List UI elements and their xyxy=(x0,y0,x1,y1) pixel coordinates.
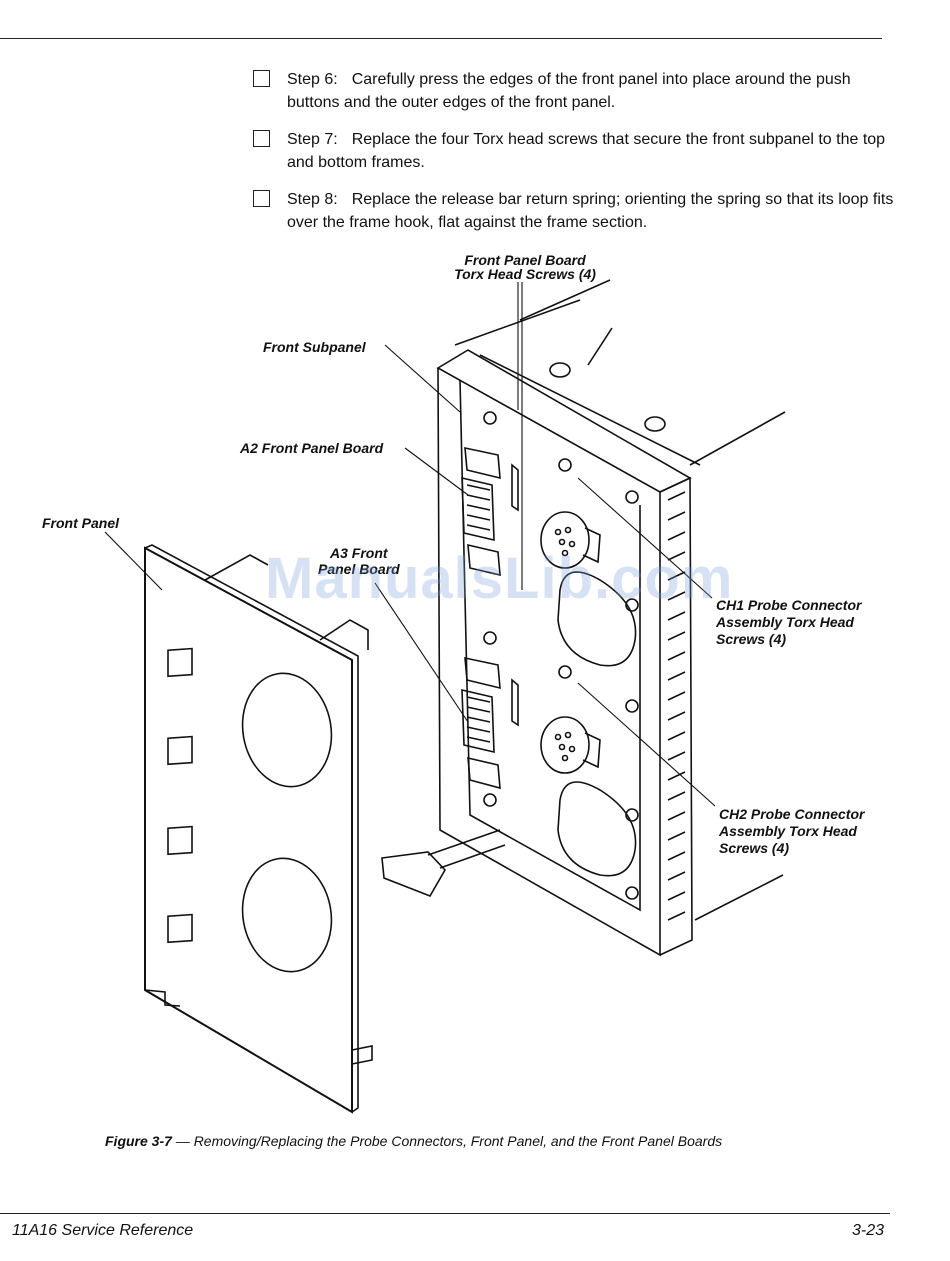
footer-manual-title: 11A16 Service Reference xyxy=(12,1222,194,1239)
leader-lines xyxy=(104,282,716,807)
step-6-text: Carefully press the edges of the front p… xyxy=(287,71,851,111)
step-8: Step 8:Replace the release bar return sp… xyxy=(253,188,903,234)
step-6-label: Step 6: xyxy=(287,71,338,88)
caption-text: Removing/Replacing the Probe Connectors,… xyxy=(193,1133,723,1149)
callout-front-panel-board-screws-line1: Front Panel Board xyxy=(464,252,586,268)
caption-dash: — xyxy=(175,1133,190,1149)
procedure-steps: Step 6:Carefully press the edges of the … xyxy=(253,68,903,248)
step-8-text: Replace the release bar return spring; o… xyxy=(287,191,894,231)
front-subpanel xyxy=(436,349,693,957)
callout-a2-board: A2 Front Panel Board xyxy=(239,440,384,456)
a2-front-panel-board xyxy=(461,446,519,577)
watermark: ManualsLib.com xyxy=(265,546,734,611)
front-panel-plate xyxy=(144,544,373,1114)
figure-caption: Figure 3-7 — Removing/Replacing the Prob… xyxy=(105,1133,722,1149)
footer-rule xyxy=(0,1213,890,1214)
step-7-text: Replace the four Torx head screws that s… xyxy=(287,131,886,171)
ch2-probe-connector xyxy=(540,716,601,774)
callout-front-panel-board-screws-line2: Torx Head Screws (4) xyxy=(454,266,596,282)
callout-ch2-line3: Screws (4) xyxy=(719,840,789,856)
callout-a3-board-line1: A3 Front xyxy=(329,545,389,561)
step-7-checkbox[interactable] xyxy=(253,130,270,147)
a3-front-panel-board xyxy=(461,656,519,790)
chassis-frame xyxy=(454,279,786,921)
exploded-assembly-figure: Front Panel Board Torx Head Screws (4) F… xyxy=(42,252,866,1114)
step-8-label: Step 8: xyxy=(287,191,338,208)
step-7: Step 7:Replace the four Torx head screws… xyxy=(253,128,903,174)
callout-a3-board-line2: Panel Board xyxy=(318,561,400,577)
callout-ch1-line3: Screws (4) xyxy=(716,631,786,647)
callout-ch1-line2: Assembly Torx Head xyxy=(715,614,854,630)
callout-ch1-line1: CH1 Probe Connector xyxy=(716,597,863,613)
release-bar xyxy=(381,829,506,897)
callout-front-subpanel: Front Subpanel xyxy=(263,339,367,355)
ch1-probe-connector xyxy=(540,511,601,569)
caption-number: Figure 3-7 xyxy=(105,1133,172,1149)
step-6-checkbox[interactable] xyxy=(253,70,270,87)
callout-ch2-line2: Assembly Torx Head xyxy=(718,823,857,839)
top-rule xyxy=(0,38,882,39)
figure-callouts: Front Panel Board Torx Head Screws (4) F… xyxy=(42,252,866,856)
step-7-label: Step 7: xyxy=(287,131,338,148)
step-6: Step 6:Carefully press the edges of the … xyxy=(253,68,903,114)
callout-front-panel: Front Panel xyxy=(42,515,120,531)
footer-page-number: 3-23 xyxy=(852,1222,885,1239)
step-8-checkbox[interactable] xyxy=(253,190,270,207)
callout-ch2-line1: CH2 Probe Connector xyxy=(719,806,866,822)
